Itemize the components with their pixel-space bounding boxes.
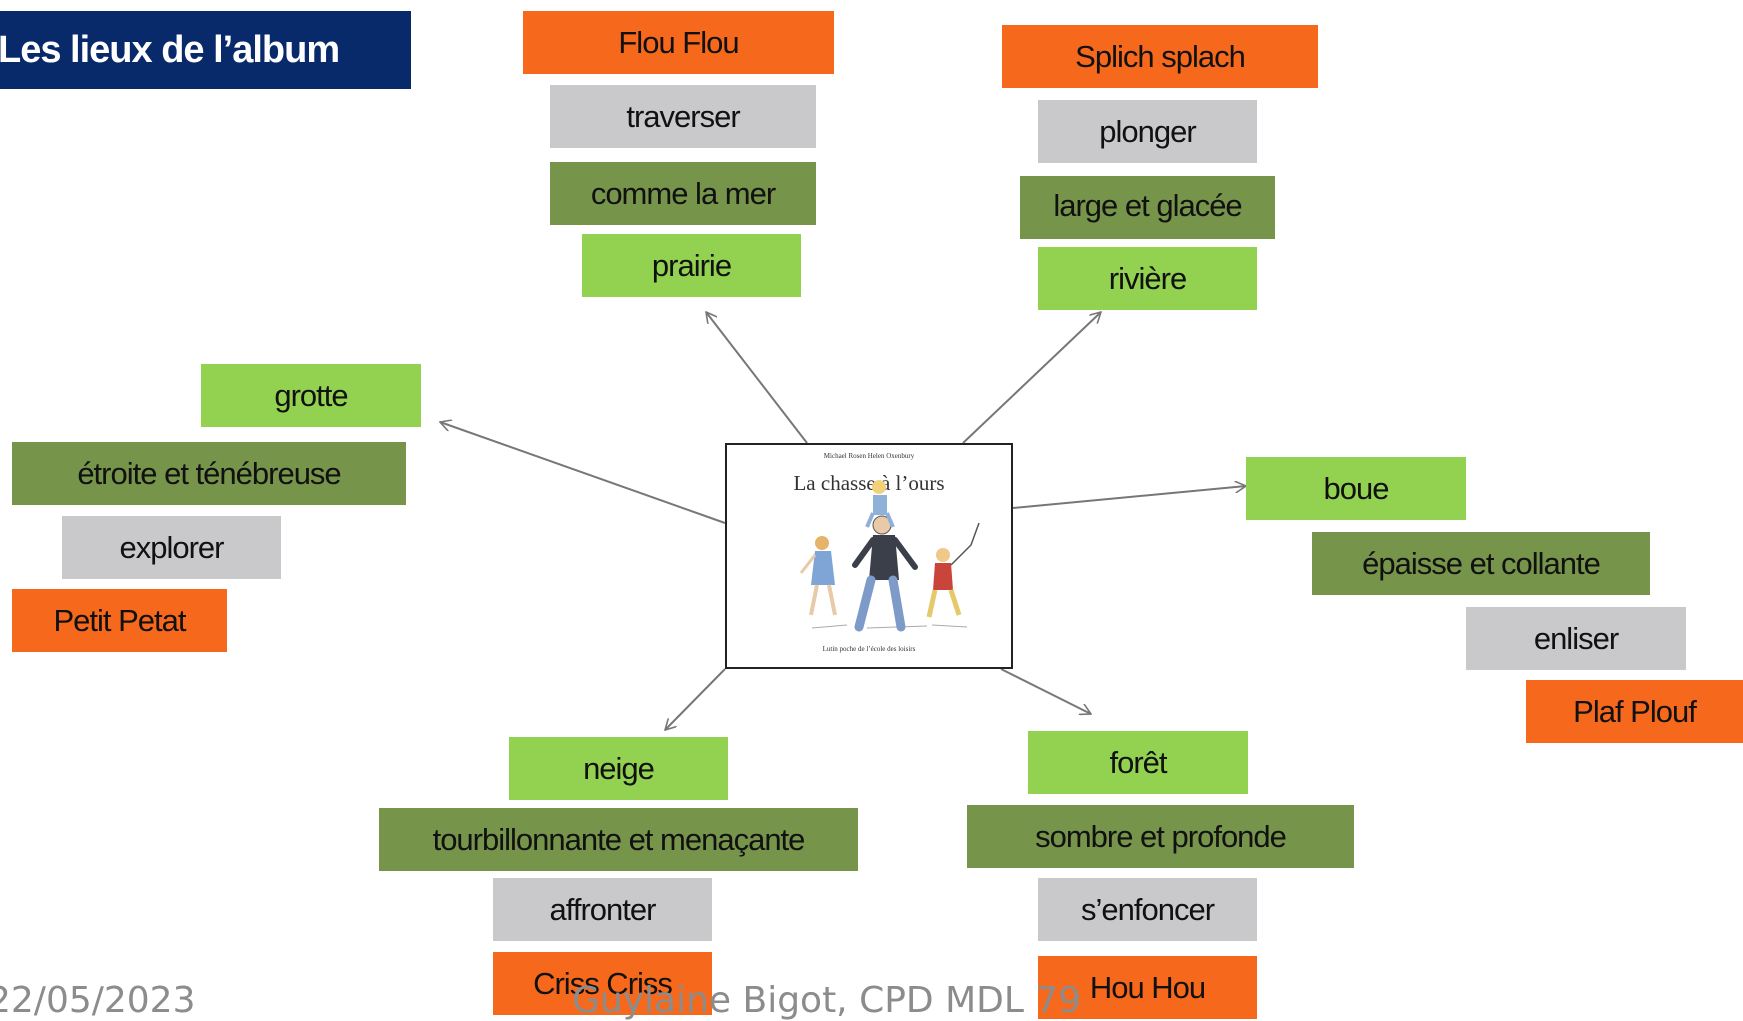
riviere-adjective: large et glacée: [1020, 176, 1275, 239]
neige-sound: Criss Criss: [493, 952, 712, 1015]
foret-sound: Hou Hou: [1038, 956, 1257, 1019]
arrow-to-riviere: [962, 312, 1101, 444]
riviere-place: rivière: [1038, 247, 1257, 310]
grotte-verb: explorer: [62, 516, 281, 579]
footer-author: Guylaine Bigot, CPD MDL 79: [572, 980, 1082, 1021]
arrow-to-grotte: [440, 422, 726, 524]
arrow-to-foret: [1000, 668, 1091, 714]
foret-place: forêt: [1028, 731, 1248, 794]
grotte-sound: Petit Petat: [12, 589, 227, 652]
boue-adjective: épaisse et collante: [1312, 532, 1650, 595]
neige-adjective: tourbillonnante et menaçante: [379, 808, 858, 871]
neige-place: neige: [509, 737, 728, 800]
riviere-verb: plonger: [1038, 100, 1257, 163]
foret-adjective: sombre et profonde: [967, 805, 1354, 868]
arrow-to-prairie: [706, 312, 808, 444]
prairie-adjective: comme la mer: [550, 162, 816, 225]
grotte-place: grotte: [201, 364, 421, 427]
grotte-adjective: étroite et ténébreuse: [12, 442, 406, 505]
cover-authors: Michael Rosen Helen Oxenbury: [823, 452, 915, 460]
boue-place: boue: [1246, 457, 1466, 520]
cover-illustration: [799, 480, 980, 632]
boue-sound: Plaf Plouf: [1526, 680, 1743, 743]
slide-title-text: Les lieux de l’album: [0, 28, 340, 71]
boue-verb: enliser: [1466, 607, 1686, 670]
prairie-place: prairie: [582, 234, 801, 297]
slide-title: Les lieux de l’album: [0, 11, 411, 89]
prairie-sound: Flou Flou: [523, 11, 834, 74]
neige-verb: affronter: [493, 878, 712, 941]
book-cover-image: Michael Rosen Helen Oxenbury La chasse à…: [725, 443, 1013, 669]
cover-title: La chasse à l’ours: [793, 471, 945, 495]
foret-verb: s’enfoncer: [1038, 878, 1257, 941]
footer-date: 22/05/2023: [0, 980, 196, 1021]
prairie-verb: traverser: [550, 85, 816, 148]
boy-figure: [926, 522, 980, 618]
father-figure: [852, 515, 918, 632]
arrow-to-boue: [1012, 486, 1246, 509]
arrow-to-neige: [665, 668, 726, 730]
riviere-sound: Splich splach: [1002, 25, 1318, 88]
girl-figure: [799, 536, 837, 616]
child-on-shoulders: [865, 480, 895, 528]
cover-publisher: Lutin poche de l’école des loisirs: [822, 645, 916, 653]
